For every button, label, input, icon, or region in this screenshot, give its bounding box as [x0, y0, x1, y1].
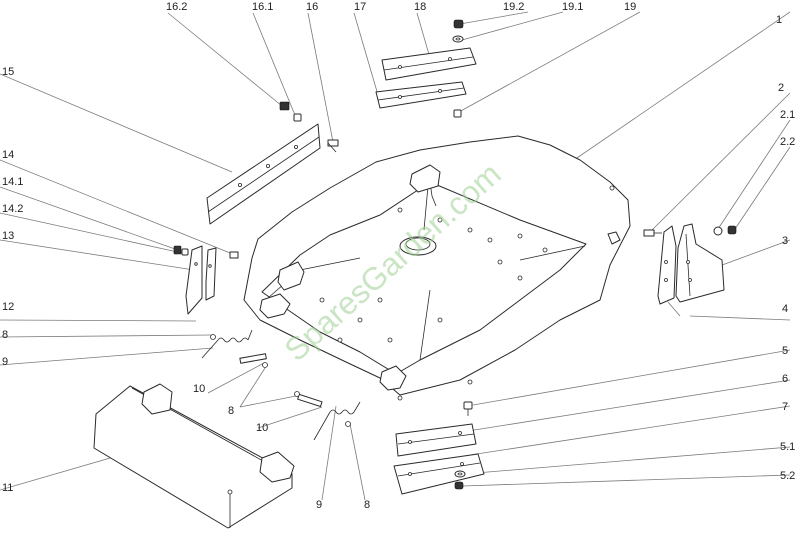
callout-18: 18: [414, 1, 426, 13]
callout-11: 11: [2, 482, 13, 494]
callout-9b: 9: [316, 499, 322, 511]
callout-8a: 8: [2, 329, 8, 341]
callout-2-2: 2.2: [780, 136, 795, 148]
callout-5: 5: [782, 345, 788, 357]
callout-15: 15: [2, 66, 14, 78]
leader-lines: [0, 11, 791, 501]
callout-2: 2: [778, 82, 784, 94]
callout-17: 17: [354, 1, 366, 13]
flap-strip: [206, 123, 321, 225]
callout-10b: 10: [256, 422, 268, 434]
fasteners-14: [173, 245, 239, 259]
side-bracket-3: [675, 223, 725, 303]
callout-14: 14: [2, 149, 14, 161]
callout-7: 7: [782, 401, 788, 413]
side-bracket-4: [657, 225, 677, 305]
fasteners-16: [279, 101, 339, 153]
skid-6: [395, 423, 477, 457]
callout-19: 19: [624, 1, 636, 13]
callout-2-1: 2.1: [780, 109, 795, 121]
callout-16-1: 16.1: [252, 1, 273, 13]
bracket-18: [381, 47, 477, 81]
callout-8b: 8: [228, 405, 234, 417]
callout-3: 3: [782, 235, 788, 247]
bolt-5: [463, 401, 473, 416]
callout-14-2: 14.2: [2, 203, 23, 215]
callout-10a: 10: [193, 383, 205, 395]
callout-8c: 8: [364, 499, 370, 511]
spring-9-lower: [313, 401, 361, 441]
callout-16: 16: [306, 1, 318, 13]
callout-14-1: 14.1: [2, 176, 23, 188]
pins-10: [239, 353, 323, 408]
fasteners-19: [452, 19, 464, 118]
fasteners-5: [454, 470, 466, 490]
callout-5-2: 5.2: [780, 470, 795, 482]
callout-4: 4: [782, 303, 788, 315]
callout-16-2: 16.2: [166, 1, 187, 13]
callout-6: 6: [782, 373, 788, 385]
callout-9a: 9: [2, 356, 8, 368]
callout-labels: 16.2 16.1 16 17 18 19.2 19.1 19 1 15 2 2…: [2, 1, 795, 511]
callout-19-2: 19.2: [503, 1, 524, 13]
spring-9-upper: [201, 329, 253, 359]
callout-12: 12: [2, 301, 14, 313]
rear-flap: [93, 383, 295, 529]
callout-5-1: 5.1: [780, 441, 795, 453]
callout-13: 13: [2, 230, 14, 242]
bracket-17: [375, 81, 467, 109]
fasteners-2: [643, 225, 737, 237]
mower-deck: [243, 135, 631, 401]
hinge-strips: [185, 245, 217, 315]
skid-7: [393, 453, 485, 495]
callout-1: 1: [776, 14, 782, 26]
callout-19-1: 19.1: [562, 1, 583, 13]
